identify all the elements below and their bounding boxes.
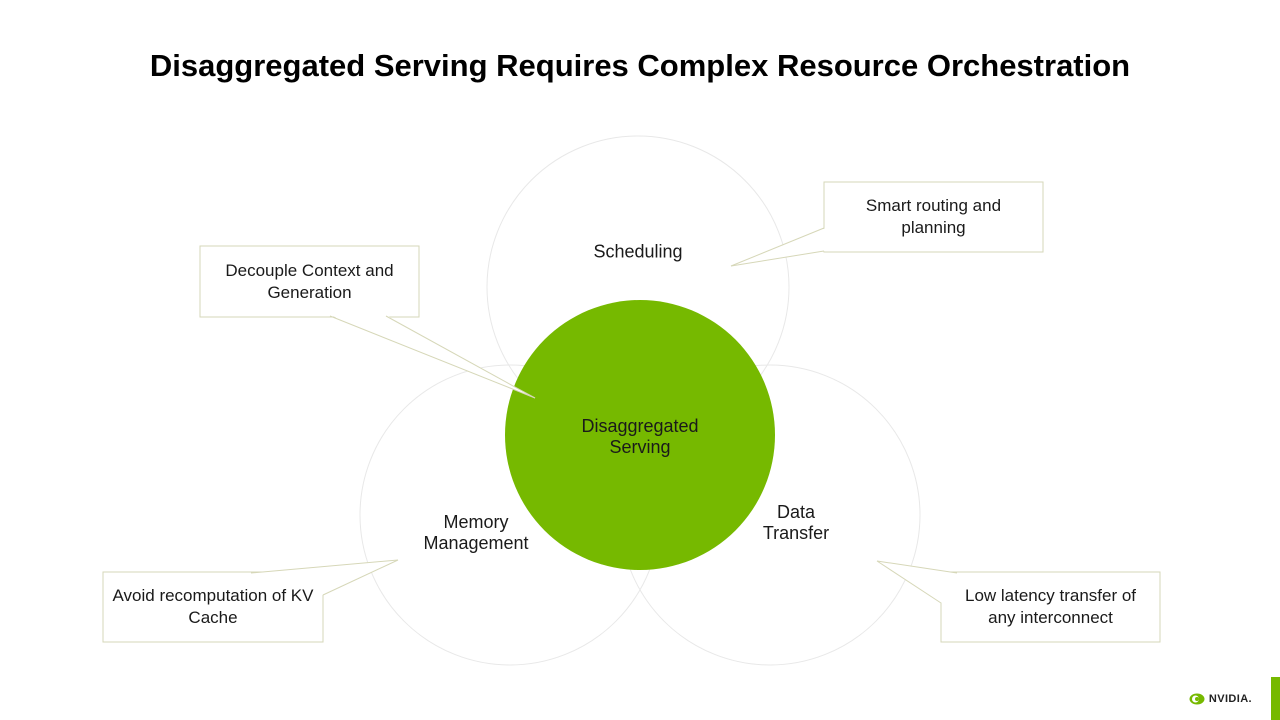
data-label-line2: Transfer bbox=[762, 523, 830, 543]
callout-decouple: Decouple Context and Generation bbox=[200, 246, 419, 317]
disaggregated-serving-label: Disaggregated Serving bbox=[581, 416, 698, 458]
slide-title: Disaggregated Serving Requires Complex R… bbox=[149, 48, 1131, 83]
callout-avoid-recomputation: Avoid recomputation of KV Cache bbox=[103, 572, 323, 642]
memory-label-line1: Memory bbox=[443, 512, 509, 532]
callout-low-latency: Low latency transfer of any interconnect bbox=[941, 572, 1160, 642]
center-label-line1: Disaggregated bbox=[581, 416, 699, 436]
callout-low-line1: Low latency transfer of bbox=[964, 586, 1137, 605]
callout-box-low-latency bbox=[940, 571, 1161, 643]
footer-accent-bar bbox=[1271, 677, 1280, 720]
disaggregated-serving-circle bbox=[505, 300, 775, 570]
callout-pointer-avoid-recomputation bbox=[250, 559, 399, 596]
callout-pointer-smart-routing bbox=[730, 227, 826, 267]
callout-smart-routing: Smart routing and planning bbox=[824, 182, 1043, 252]
memory-label-line2: Management bbox=[423, 533, 529, 553]
center-label-line2: Serving bbox=[609, 437, 671, 457]
callout-smart-line2: planning bbox=[901, 218, 966, 237]
nvidia-wordmark: NVIDIA. bbox=[1208, 693, 1252, 705]
callout-avoid-line1: Avoid recomputation of KV bbox=[112, 586, 314, 605]
callout-box-decouple bbox=[199, 245, 420, 318]
nvidia-logo: NVIDIA. bbox=[1189, 693, 1252, 705]
callout-low-line2: any interconnect bbox=[988, 608, 1113, 627]
memory-management-label: Memory Management bbox=[423, 512, 528, 554]
callout-pointer-decouple bbox=[329, 315, 536, 399]
callout-pointer-low-latency bbox=[876, 560, 958, 604]
nvidia-eye-icon bbox=[1189, 693, 1205, 705]
callout-avoid-line2: Cache bbox=[188, 608, 238, 627]
scheduling-label: Scheduling bbox=[593, 242, 682, 263]
data-transfer-label: Data Transfer bbox=[763, 502, 829, 544]
data-label-line1: Data bbox=[776, 502, 816, 522]
callout-decouple-line1: Decouple Context and bbox=[225, 260, 394, 280]
callout-smart-line1: Smart routing and bbox=[865, 196, 1002, 215]
callout-box-smart-routing bbox=[823, 181, 1044, 253]
callout-decouple-line2: Generation bbox=[267, 282, 352, 302]
scheduling-label-text: Scheduling bbox=[593, 241, 683, 262]
